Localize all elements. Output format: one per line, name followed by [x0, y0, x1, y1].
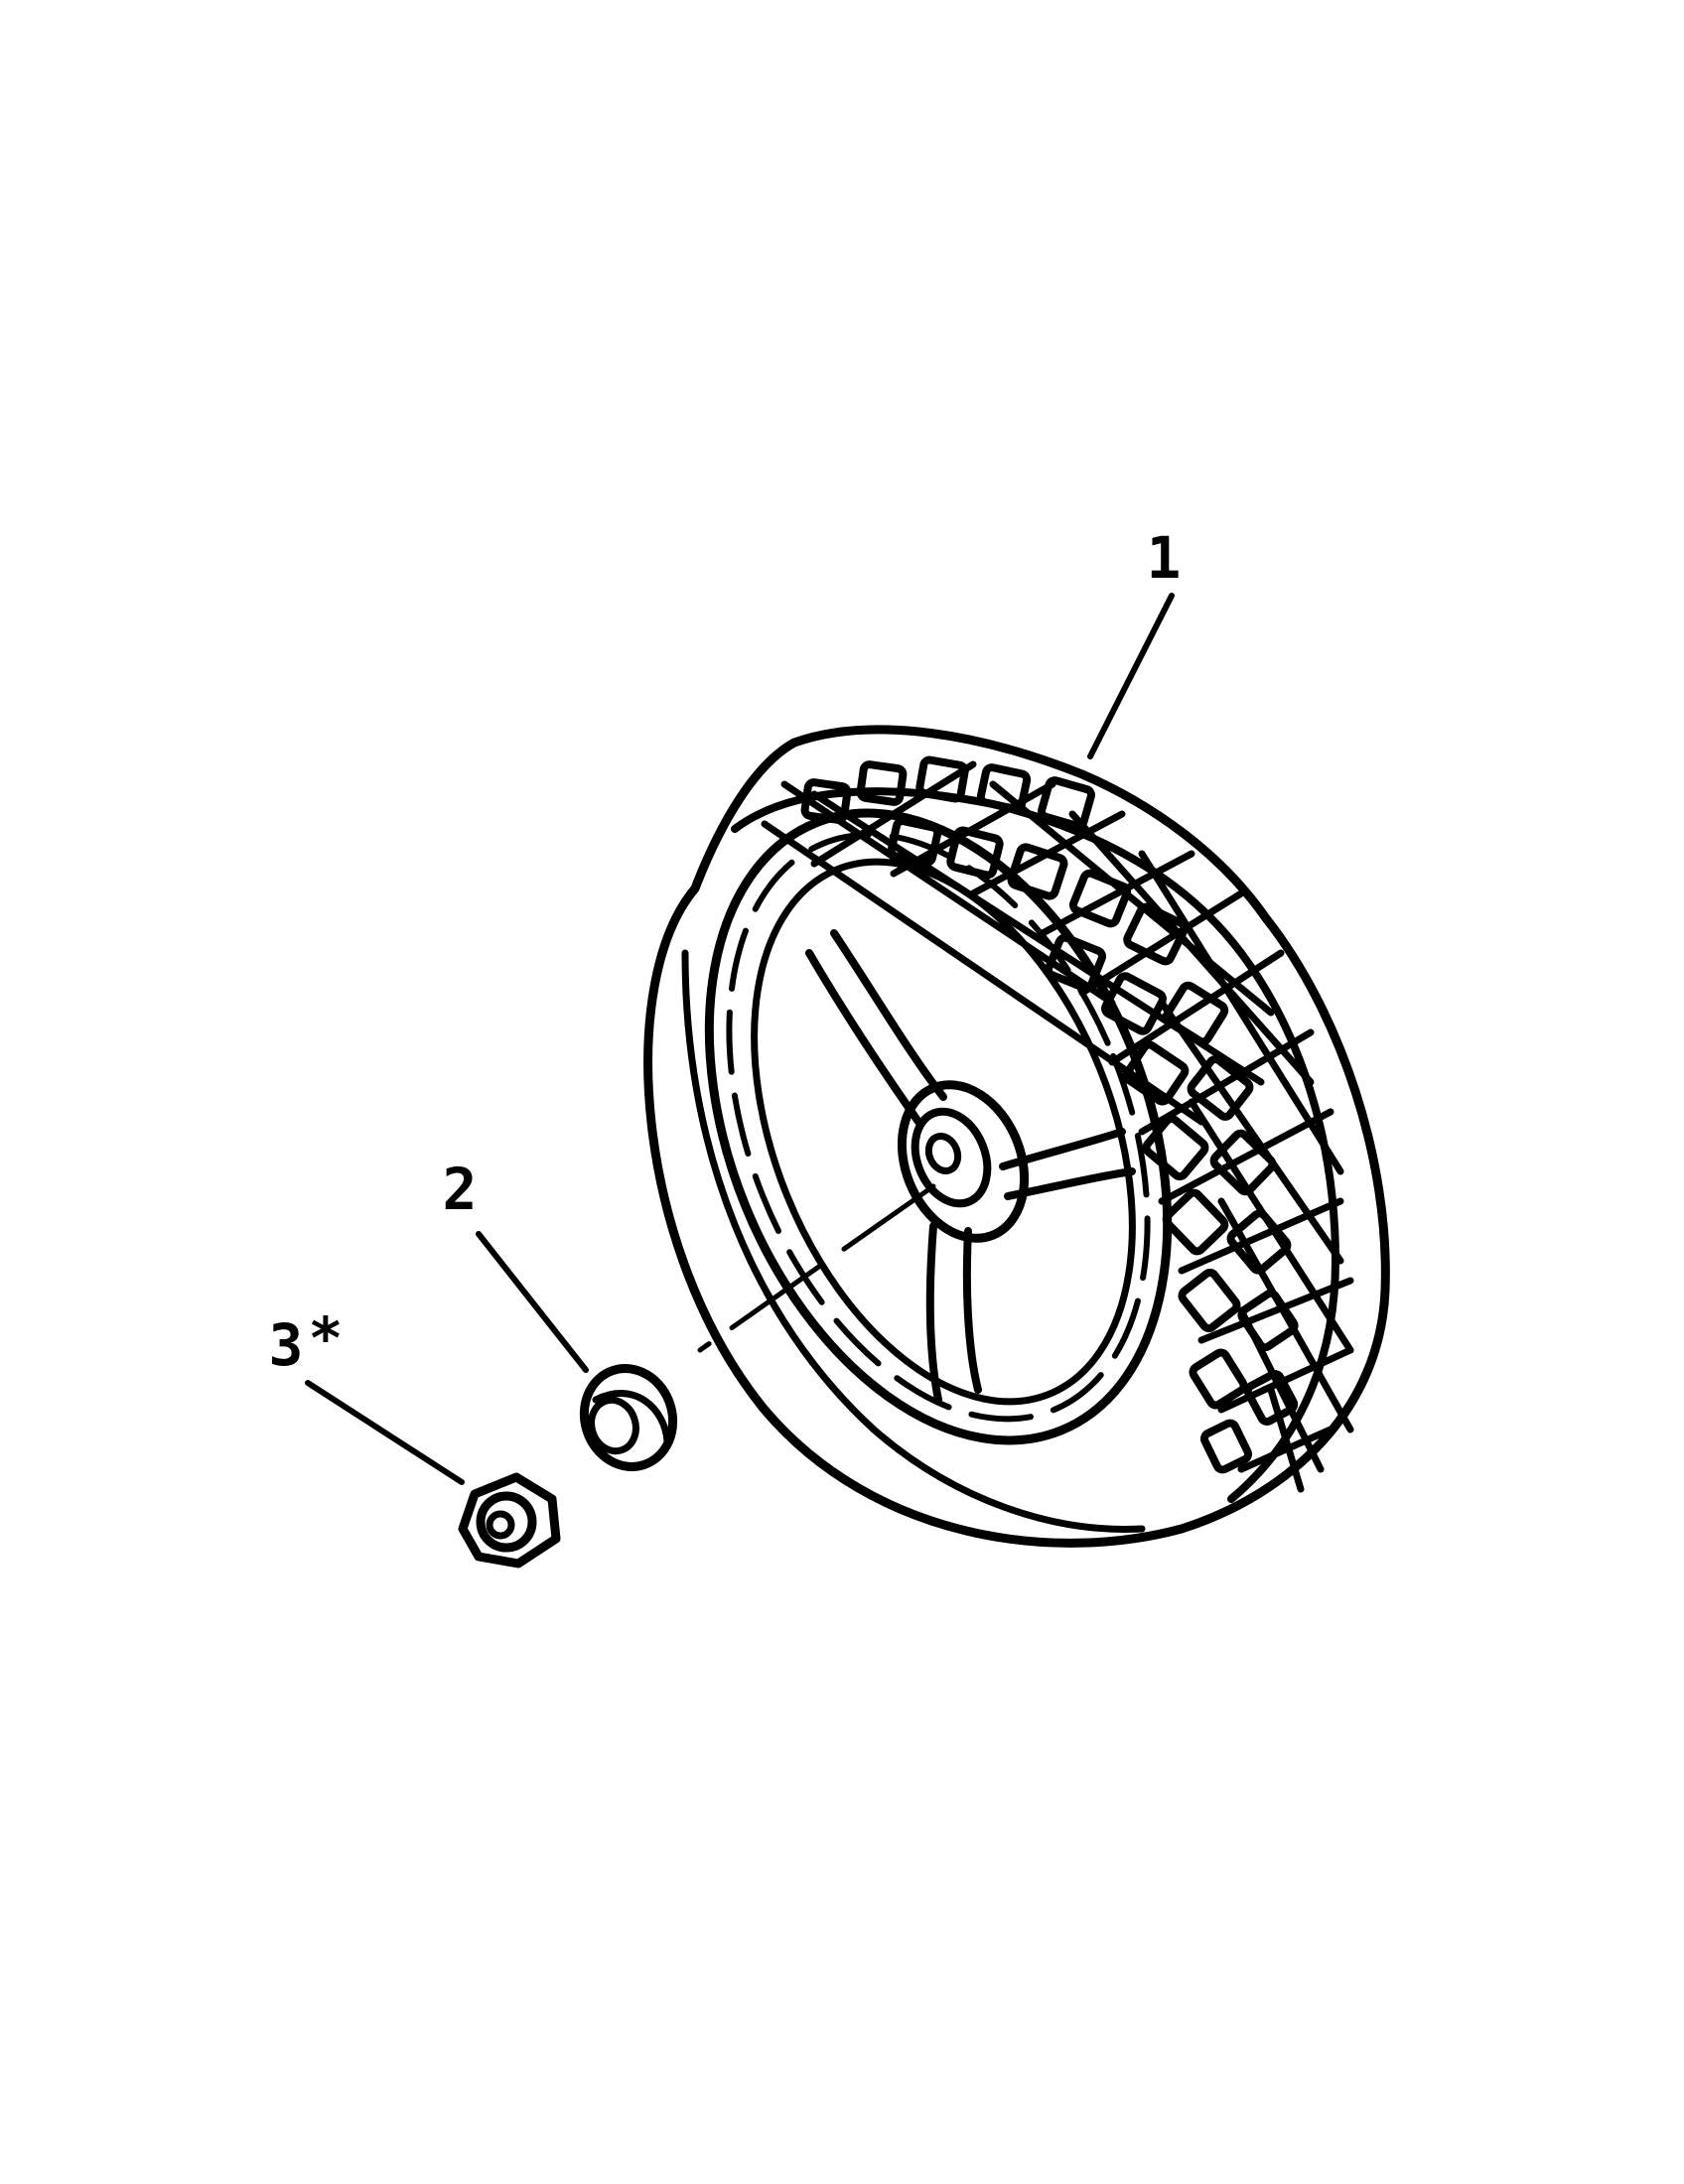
rim-inner: [751, 858, 1136, 1406]
callout-label-2: 2: [443, 1156, 478, 1223]
leader-line-1: [1087, 593, 1175, 759]
axle-centerline: [697, 1183, 936, 1353]
wheel: [643, 725, 1390, 1548]
callout-label-1: 1: [1147, 524, 1182, 592]
rim-groove: [726, 831, 1151, 1423]
hex-nut: [458, 1472, 561, 1569]
wheel-hub: [897, 1080, 1030, 1243]
tire-tread-edge: [731, 787, 1339, 1503]
tire-sidewall: [681, 949, 1146, 1533]
callout-label-3: 3: [269, 1311, 304, 1379]
leader-line-2: [476, 1231, 589, 1373]
wheel-spokes: [805, 929, 1136, 1404]
callout-mark-3: *: [309, 1304, 344, 1372]
tire-outline: [643, 725, 1390, 1548]
leader-line-3: [305, 1380, 465, 1485]
rim-outer: [704, 808, 1173, 1445]
washer: [579, 1364, 678, 1471]
